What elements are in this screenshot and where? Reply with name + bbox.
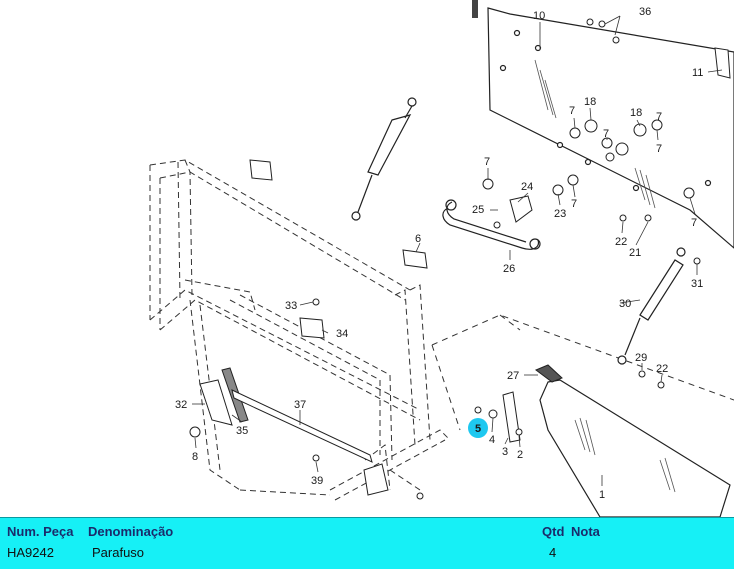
parts-table: Num. Peça Denominação Qtd Nota HA9242 Pa… <box>0 517 734 569</box>
handle-26 <box>442 199 541 250</box>
callout-39[interactable]: 39 <box>311 475 323 487</box>
row-qty[interactable]: 4 <box>549 545 557 560</box>
callout-7[interactable]: 7 <box>484 156 490 168</box>
callout-24[interactable]: 24 <box>521 181 533 193</box>
header-description: Denominação <box>88 524 174 539</box>
callout-8[interactable]: 8 <box>192 451 198 463</box>
callout-18[interactable]: 18 <box>630 107 642 119</box>
callout-7[interactable]: 7 <box>603 128 609 140</box>
callout-5[interactable]: 5 <box>475 423 481 435</box>
callout-27[interactable]: 27 <box>507 370 519 382</box>
callout-29[interactable]: 29 <box>635 352 647 364</box>
callout-22[interactable]: 22 <box>656 363 668 375</box>
header-qty: Qtd <box>542 524 565 539</box>
callout-11[interactable]: 11 <box>692 67 703 79</box>
window-panel-1 <box>539 379 731 517</box>
callout-6[interactable]: 6 <box>415 233 421 245</box>
callout-25[interactable]: 25 <box>472 204 484 216</box>
callout-4[interactable]: 4 <box>489 434 495 446</box>
callout-3[interactable]: 3 <box>502 446 508 458</box>
exploded-parts-diagram: 10 36 11 7 18 18 7 7 7 24 25 7 23 7 22 2… <box>149 0 734 517</box>
callout-10[interactable]: 10 <box>533 10 545 22</box>
callout-31[interactable]: 31 <box>691 278 703 290</box>
cab-frame <box>149 159 451 501</box>
callout-21[interactable]: 21 <box>629 247 641 259</box>
callout-7[interactable]: 7 <box>569 105 575 117</box>
callout-1[interactable]: 1 <box>599 489 605 501</box>
callout-labels: 10 36 11 7 18 18 7 7 7 24 25 7 23 7 22 2… <box>175 6 703 501</box>
callout-30[interactable]: 30 <box>619 298 631 310</box>
callout-2[interactable]: 2 <box>517 449 523 461</box>
fasteners <box>189 18 701 500</box>
gas-strut-upper <box>351 97 417 221</box>
callout-32[interactable]: 32 <box>175 399 187 411</box>
callout-7[interactable]: 7 <box>656 111 662 123</box>
callout-18[interactable]: 18 <box>584 96 596 108</box>
gas-strut-30 <box>617 247 686 365</box>
callout-36[interactable]: 36 <box>639 6 651 18</box>
callout-7[interactable]: 7 <box>656 143 662 155</box>
callout-35[interactable]: 35 <box>236 425 248 437</box>
callout-7[interactable]: 7 <box>691 217 697 229</box>
row-description[interactable]: Parafuso <box>92 545 145 560</box>
header-part-number: Num. Peça <box>7 524 74 539</box>
header-note: Nota <box>571 524 600 539</box>
seal-strip <box>472 0 478 18</box>
callout-7[interactable]: 7 <box>571 198 577 210</box>
callout-23[interactable]: 23 <box>554 208 566 220</box>
callout-22[interactable]: 22 <box>615 236 627 248</box>
callout-34[interactable]: 34 <box>336 328 348 340</box>
highlight-marker <box>468 418 488 438</box>
callout-26[interactable]: 26 <box>503 263 515 275</box>
door-frame <box>431 314 734 431</box>
leader-lines <box>192 15 723 486</box>
callout-37[interactable]: 37 <box>294 399 306 411</box>
small-parts <box>199 47 731 496</box>
row-part-number[interactable]: HA9242 <box>7 545 54 560</box>
door-panel-10 <box>487 7 734 249</box>
callout-33[interactable]: 33 <box>285 300 297 312</box>
